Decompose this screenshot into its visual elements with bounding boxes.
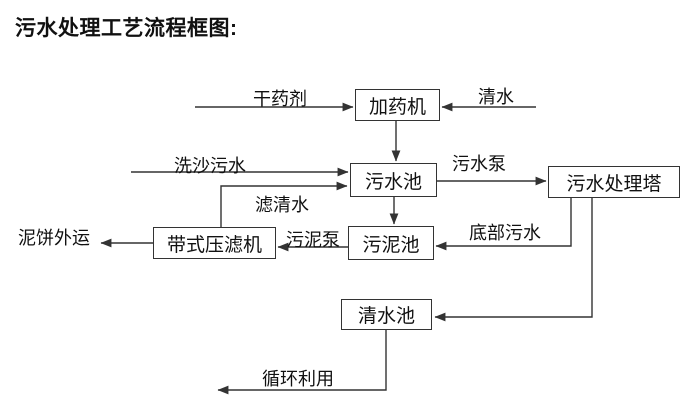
edge-filtered-water-line: [220, 181, 348, 227]
edge-label-clean-water: 清水: [478, 87, 514, 107]
node-sludge-pool-label: 污泥池: [362, 234, 420, 256]
edge-bottom-sewage-line: [435, 198, 572, 251]
edge-label-bottom-sewage: 底部污水: [469, 223, 541, 243]
node-belt-filter-press-label: 带式压滤机: [166, 234, 262, 256]
edge-label-filtered-water: 滤清水: [255, 195, 309, 215]
edge-label-sludge-pump: 污泥泵: [286, 230, 340, 250]
edge-recycling-line: [217, 330, 387, 395]
edge-label-dry-chemical: 干药剂: [253, 89, 307, 109]
edge-label-sewage-pump: 污水泵: [452, 154, 506, 174]
node-clean-water-pool-label: 清水池: [357, 306, 415, 327]
node-dosing-machine-label: 加药机: [368, 96, 426, 118]
edge-tower-to-clean-water-pool-line: [434, 198, 593, 322]
node-sewage-pool-label: 污水池: [364, 171, 422, 193]
edge-label-sand-washing-sewage: 洗沙污水: [174, 156, 246, 176]
node-sewage-pool: 污水池: [350, 163, 437, 197]
node-treatment-tower-label: 污水处理塔: [566, 173, 662, 195]
node-belt-filter-press: 带式压滤机: [153, 227, 276, 259]
diagram-title: 污水处理工艺流程框图:: [15, 17, 238, 40]
edge-label-mud-cake-outbound: 泥饼外运: [18, 228, 90, 248]
node-clean-water-pool: 清水池: [341, 299, 432, 330]
node-sludge-pool: 污泥池: [348, 226, 434, 260]
node-dosing-machine: 加药机: [355, 89, 440, 121]
node-treatment-tower: 污水处理塔: [548, 166, 680, 198]
edge-label-recycling: 循环利用: [262, 369, 334, 389]
